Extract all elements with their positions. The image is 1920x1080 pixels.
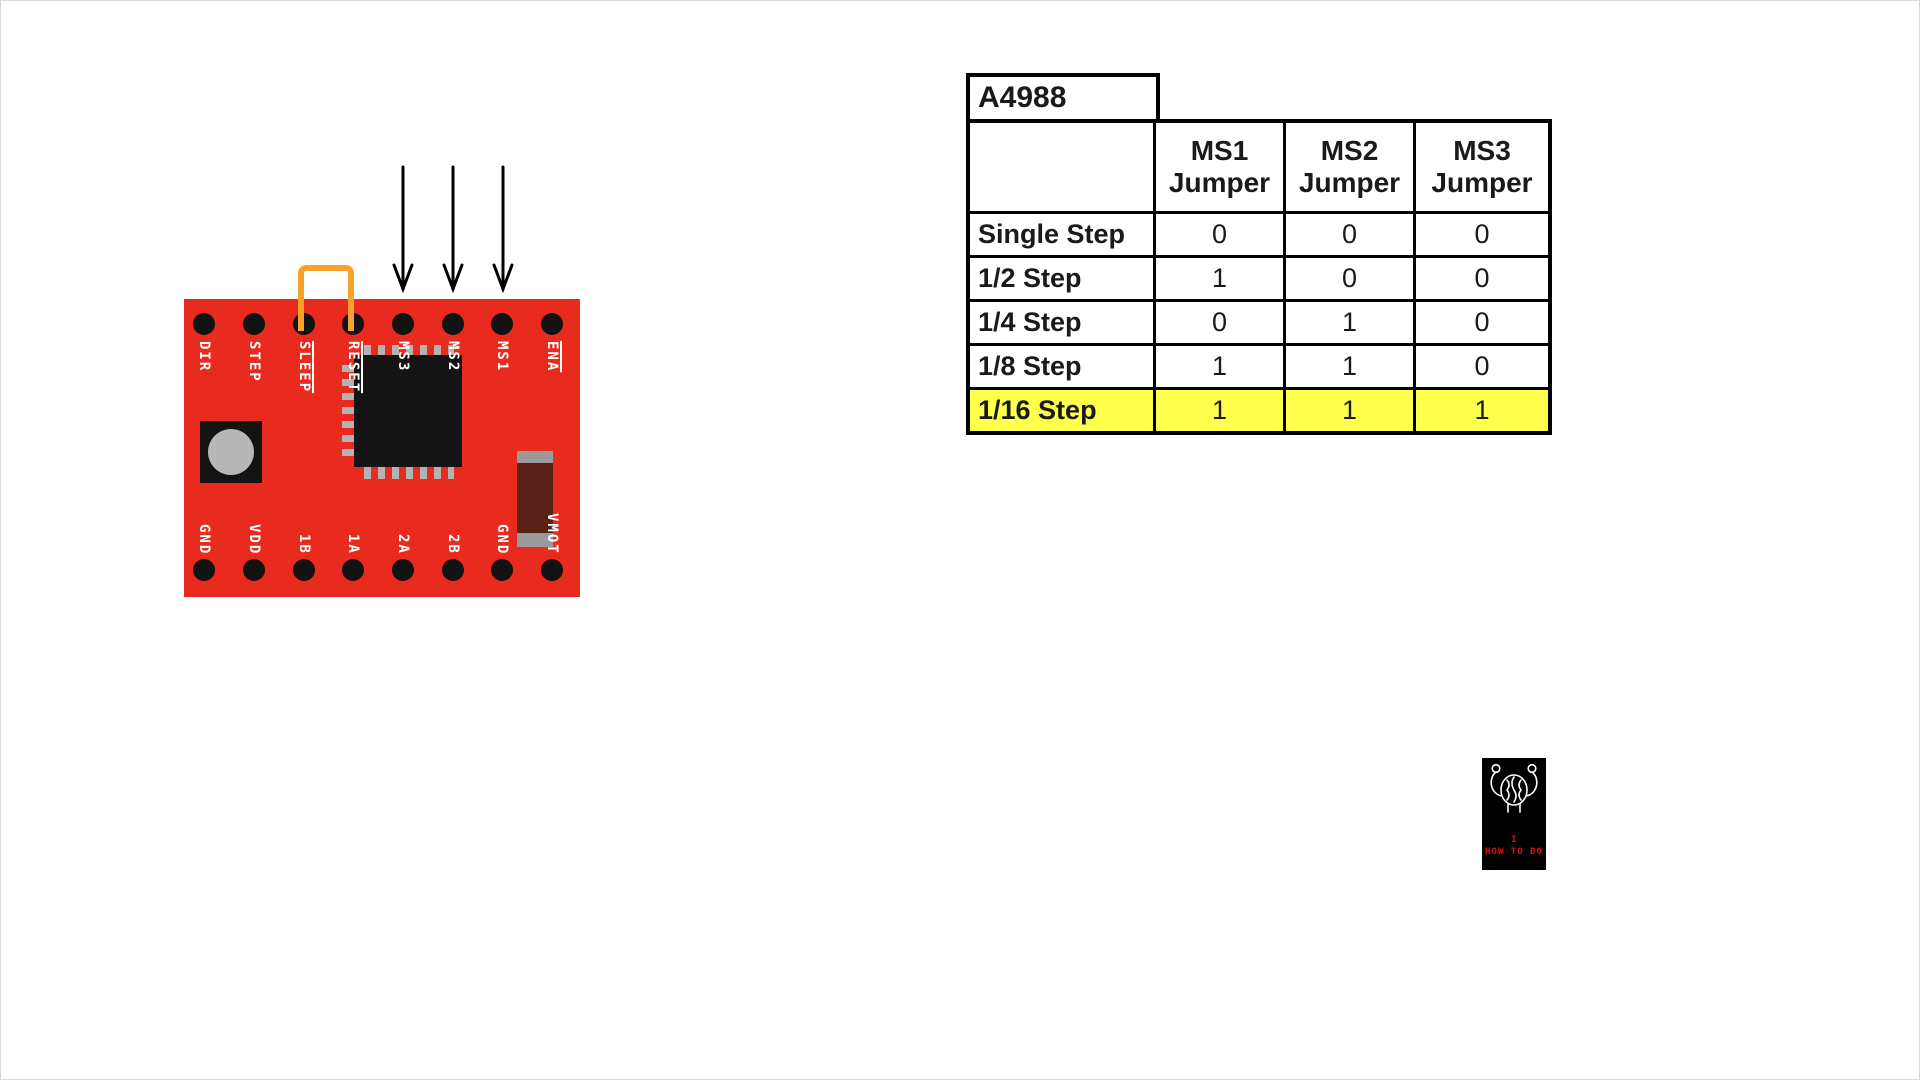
pin-label-ena: ENA [544, 341, 560, 373]
header-ms1-line1: MS1 [1190, 134, 1249, 166]
pin-label-ms3: MS3 [395, 341, 411, 373]
logo-text: HOW TO DO [1485, 847, 1543, 857]
ic-legs-top [364, 345, 454, 355]
pin-label-2b: 2B [445, 534, 461, 555]
pin-label-ms1: MS1 [494, 341, 510, 373]
row-sixteenth-step-ms2: 1 [1286, 390, 1416, 431]
ic-legs-bottom [364, 467, 454, 479]
muscle-brain-icon [1490, 763, 1538, 813]
pin-2a [392, 559, 414, 581]
row-sixteenth-step-label: 1/16 Step [970, 390, 1156, 431]
row-half-step-ms1: 1 [1156, 258, 1286, 302]
header-ms1: MS1 Jumper [1156, 123, 1286, 214]
row-half-step-label: 1/2 Step [970, 258, 1156, 302]
row-single-step-ms1: 0 [1156, 214, 1286, 258]
row-sixteenth-step-ms1: 1 [1156, 390, 1286, 431]
sleep-reset-jumper-wire [298, 265, 354, 331]
header-ms3-line1: MS3 [1453, 134, 1511, 166]
pin-label-dir: DIR [196, 341, 212, 373]
pin-label-reset: RESET [345, 341, 361, 394]
pin-label-2a: 2A [395, 534, 411, 555]
pin-label-vdd: VDD [246, 523, 262, 555]
row-quarter-step-ms2: 1 [1286, 302, 1416, 346]
header-empty-cell [970, 123, 1156, 214]
pin-label-sleep: SLEEP [296, 341, 312, 394]
table-title: A4988 [966, 73, 1160, 123]
arrow-ms1-head [492, 263, 514, 294]
pin-gnd-1 [193, 559, 215, 581]
row-quarter-step-ms3: 0 [1416, 302, 1548, 346]
pin-label-ms2: MS2 [445, 341, 461, 373]
pin-step [243, 313, 265, 335]
pin-label-1b: 1B [296, 534, 312, 555]
current-potentiometer [200, 421, 262, 483]
row-eighth-step-ms2: 1 [1286, 346, 1416, 390]
row-sixteenth-step-ms3: 1 [1416, 390, 1548, 431]
ic-legs-left [342, 365, 354, 461]
pin-vmot [541, 559, 563, 581]
pin-label-vmot: VMOT [544, 513, 560, 555]
header-ms3: MS3 Jumper [1416, 123, 1548, 214]
row-single-step-ms3: 0 [1416, 214, 1548, 258]
pin-label-gnd-1: GND [196, 523, 212, 555]
header-ms3-line2: Jumper [1431, 167, 1533, 198]
row-eighth-step-label: 1/8 Step [970, 346, 1156, 390]
pin-1a [342, 559, 364, 581]
arrow-ms3-head [392, 263, 414, 294]
pin-2b [442, 559, 464, 581]
arrow-ms2-head [442, 263, 464, 294]
pin-gnd-2 [491, 559, 513, 581]
pin-vdd [243, 559, 265, 581]
pin-label-gnd-2: GND [494, 523, 510, 555]
microstep-table: MS1 Jumper MS2 Jumper MS3 Jumper Single … [966, 119, 1552, 435]
how-to-do-logo: I HOW TO DO [1482, 758, 1546, 870]
pin-ena [541, 313, 563, 335]
row-quarter-step-ms1: 0 [1156, 302, 1286, 346]
row-eighth-step-ms1: 1 [1156, 346, 1286, 390]
pin-label-1a: 1A [345, 534, 361, 555]
row-eighth-step-ms3: 0 [1416, 346, 1548, 390]
driver-board: DIR STEP SLEEP RESET MS3 MS2 MS1 ENA GND… [184, 299, 580, 597]
ms-pins-arrows [392, 165, 514, 294]
pin-label-step: STEP [246, 341, 262, 383]
row-single-step-label: Single Step [970, 214, 1156, 258]
pin-ms2 [442, 313, 464, 335]
potentiometer-knob [208, 429, 254, 475]
pin-dir [193, 313, 215, 335]
header-ms1-line2: Jumper [1168, 167, 1271, 198]
header-ms2-line1: MS2 [1320, 134, 1379, 166]
row-quarter-step-label: 1/4 Step [970, 302, 1156, 346]
pin-ms1 [491, 313, 513, 335]
header-ms2: MS2 Jumper [1286, 123, 1416, 214]
logo-mark: I [1511, 835, 1517, 845]
row-half-step-ms2: 0 [1286, 258, 1416, 302]
row-single-step-ms2: 0 [1286, 214, 1416, 258]
capacitor [517, 451, 553, 547]
row-half-step-ms3: 0 [1416, 258, 1548, 302]
pin-1b [293, 559, 315, 581]
pin-ms3 [392, 313, 414, 335]
header-ms2-line2: Jumper [1298, 167, 1401, 198]
driver-ic-chip [354, 355, 462, 467]
